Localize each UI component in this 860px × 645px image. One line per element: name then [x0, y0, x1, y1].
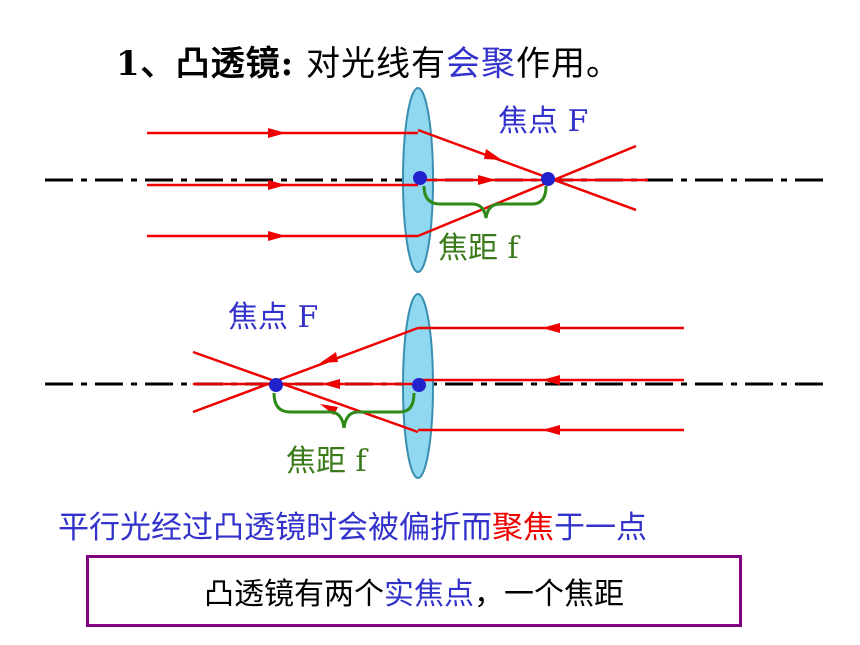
bottom-ray-arrow-1 [542, 323, 560, 333]
bottom-focal-brace [272, 392, 416, 429]
caption-part-1: 平行光经过凸透镜时会被偏折而 [58, 510, 492, 546]
bottom-ray-arrow-2 [542, 375, 560, 385]
box-part-1: 凸透镜有两个 [204, 577, 384, 612]
top-ray-arrow-3 [268, 231, 286, 241]
page-title: 1、凸透镜: 对光线有会聚作用。 [116, 36, 621, 85]
title-body-2: 作用。 [516, 44, 622, 84]
bottom-focus-point [269, 378, 283, 392]
top-focal-length-label: 焦距 f [438, 231, 521, 266]
top-ray-out-1 [417, 128, 637, 212]
bottom-ray-out-3 [192, 350, 419, 434]
title-prefix: 1、凸透镜 [116, 44, 281, 84]
top-ray-arrow-4 [484, 149, 502, 160]
top-ray-out-3 [417, 144, 637, 238]
bottom-ray-out-1 [192, 326, 419, 414]
top-lens-center-point [413, 171, 427, 185]
bottom-ray-arrow-5 [322, 379, 340, 389]
box-part-2: ，一个焦距 [474, 577, 624, 612]
bottom-diagram: 焦点 F 焦距 f [45, 293, 825, 479]
box-highlight: 实焦点 [384, 577, 474, 612]
bottom-lens-center-point [412, 378, 426, 392]
summary-box: 凸透镜有两个实焦点，一个焦距 [86, 555, 742, 627]
top-ray-arrow-5 [478, 175, 496, 185]
title-colon: : [280, 44, 295, 84]
title-body-1: 对光线有 [294, 44, 447, 84]
top-ray-arrow-1 [268, 128, 286, 138]
top-focus-label: 焦点 F [498, 104, 588, 139]
bottom-ray-arrow-4 [320, 352, 338, 363]
caption-red: 聚焦 [492, 510, 554, 546]
title-highlight: 会聚 [446, 44, 517, 84]
bottom-ray-arrow-3 [542, 425, 560, 435]
top-diagram: 焦点 F 焦距 f [45, 87, 825, 273]
top-focus-point [541, 172, 555, 186]
bottom-focal-length-label: 焦距 f [286, 444, 369, 479]
top-ray-arrow-2 [268, 180, 286, 190]
caption-part-2: 于一点 [554, 510, 647, 546]
bottom-focus-label: 焦点 F [228, 300, 318, 335]
top-focal-brace [422, 185, 548, 219]
caption: 平行光经过凸透镜时会被偏折而聚焦于一点 [58, 502, 818, 547]
